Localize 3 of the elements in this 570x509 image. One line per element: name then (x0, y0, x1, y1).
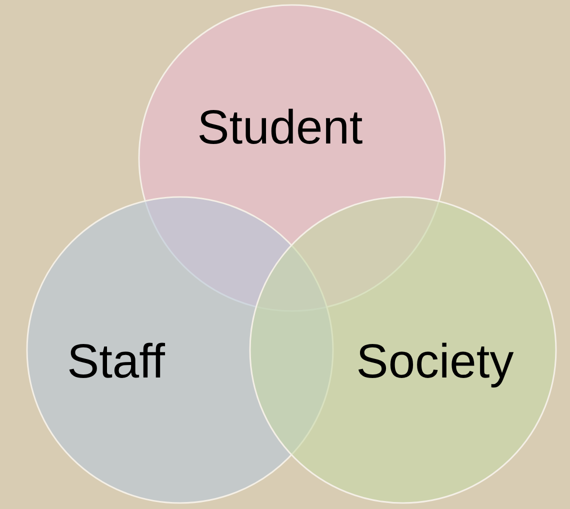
circle-label: Society (356, 334, 514, 390)
circle-label: Student (197, 100, 363, 156)
circle-label: Staff (67, 334, 165, 390)
